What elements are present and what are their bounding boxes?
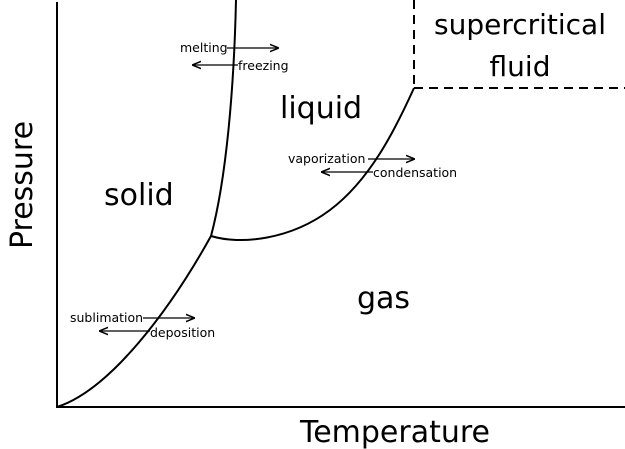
x-axis-label: Temperature <box>299 415 490 449</box>
region-supercritical-label: supercritical <box>434 8 606 41</box>
vaporization-curve <box>210 87 415 241</box>
deposition-label: deposition <box>150 325 215 340</box>
region-fluid-label: fluid <box>490 50 551 83</box>
freezing-label: freezing <box>238 58 289 73</box>
region-gas-label: gas <box>357 281 410 316</box>
vaporization-label: vaporization <box>288 151 365 166</box>
sublimation-curve <box>56 235 212 408</box>
region-solid-label: solid <box>104 178 174 213</box>
melting-curve <box>210 0 237 237</box>
condensation-label: condensation <box>373 165 457 180</box>
region-liquid-label: liquid <box>280 91 362 126</box>
sublimation-label: sublimation <box>70 310 143 325</box>
y-axis-label: Pressure <box>5 121 40 249</box>
melting-label: melting <box>180 40 228 55</box>
